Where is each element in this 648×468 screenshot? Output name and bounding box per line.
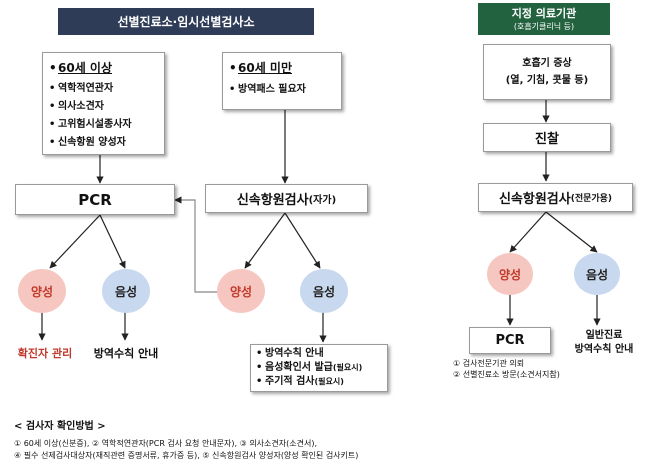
pcr-left-label: PCR [78, 190, 112, 209]
over-60-list: 역학적연관자 의사소견자 고위험시설종사자 신속항원 양성자 [49, 80, 158, 152]
box-under-60: •60세 미만 방역패스 필요자 [222, 52, 342, 110]
footer-line-1: ① 60세 이상(신분증), ② 역학적연관자(PCR 검사 요청 안내문자),… [14, 439, 317, 448]
left-negative-circle: 음성 [102, 269, 150, 313]
list-item: 방역패스 필요자 [229, 81, 335, 99]
left-positive-circle: 양성 [18, 269, 66, 313]
right-positive-circle: 양성 [487, 253, 533, 295]
note-line: ② 선별진료소 방문(소견서지참) [453, 370, 560, 379]
list-item: 주기적 검사(필요시) [256, 375, 382, 389]
quarantine-guide-left: 방역수칙 안내 [93, 347, 159, 360]
under-60-title: •60세 미만 [229, 61, 292, 75]
negative-followup-box: 방역수칙 안내 음성확인서 발급(필요시) 주기적 검사(필요시) [250, 344, 388, 392]
examination-box: 진찰 [483, 123, 611, 152]
list-item: 음성확인서 발급(필요시) [256, 361, 382, 375]
negative-followup-list: 방역수칙 안내 음성확인서 발급(필요시) 주기적 검사(필요시) [256, 347, 382, 389]
box-over-60: •60세 이상 역학적연관자 의사소견자 고위험시설종사자 신속항원 양성자 [42, 52, 165, 155]
left-header-text: 선별진료소·임시선별검사소 [117, 15, 255, 29]
pcr-box-right: PCR [469, 327, 551, 354]
rat-box-professional: 신속항원검사(전문가용) [478, 183, 633, 212]
general-care-result: 일반진료 방역수칙 안내 [574, 330, 634, 355]
footer-line-2: ④ 필수 선제검사대상자(재직관련 증명서류, 휴가증 등), ⑤ 신속항원검사… [14, 451, 359, 460]
list-item: 의사소견자 [49, 98, 158, 116]
left-header: 선별진료소·임시선별검사소 [58, 8, 314, 35]
note-line: ① 검사전문기관 의뢰 [453, 359, 525, 368]
rat-box-self: 신속항원검사(자가) [205, 184, 368, 213]
pcr-box-left: PCR [15, 184, 175, 215]
list-item: 역학적연관자 [49, 80, 158, 98]
rat-self-label: 신속항원검사 [236, 193, 309, 208]
list-item: 방역수칙 안내 [256, 347, 382, 361]
over-60-title: •60세 이상 [49, 61, 112, 75]
rat-self-suffix: (자가) [308, 195, 337, 206]
list-item: 고위험시설종사자 [49, 116, 158, 134]
respiratory-symptom-box: 호흡기 증상 (열, 기침, 콧물 등) [483, 44, 611, 100]
right-header-title: 지정 의료기관 [511, 6, 577, 20]
middle-negative-circle: 음성 [300, 269, 348, 313]
middle-positive-circle: 양성 [217, 269, 265, 313]
right-header: 지정 의료기관 (호흡기클리닉 등) [478, 3, 610, 35]
list-item: 신속항원 양성자 [49, 134, 158, 152]
confirmed-management: 확진자 관리 [17, 347, 73, 360]
footer-title: < 검사자 확인방법 > [14, 421, 106, 432]
footer-notes: < 검사자 확인방법 > ① 60세 이상(신분증), ② 역학적연관자(PCR… [14, 420, 634, 462]
under-60-list: 방역패스 필요자 [229, 81, 335, 99]
right-pcr-notes: ① 검사전문기관 의뢰 ② 선별진료소 방문(소견서지참) [453, 358, 583, 380]
right-header-subtitle: (호흡기클리닉 등) [513, 21, 575, 31]
right-negative-circle: 음성 [574, 253, 620, 295]
